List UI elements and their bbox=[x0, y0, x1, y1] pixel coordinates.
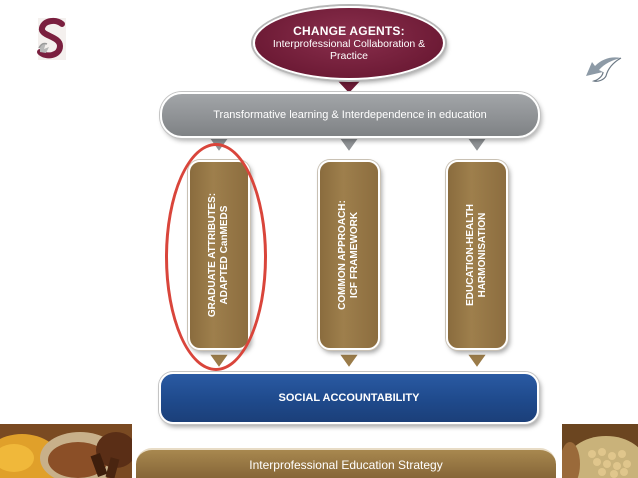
university-logo-icon bbox=[32, 16, 70, 64]
connector-pillar-2-to-social bbox=[337, 353, 361, 370]
pillar-education-health: EDUCATION-HEALTH HARMONISATION bbox=[446, 160, 508, 350]
pillar-common-approach: COMMON APPROACH: ICF FRAMEWORK bbox=[318, 160, 380, 350]
change-agents-subtitle: Interprofessional Collaboration & Practi… bbox=[272, 38, 426, 62]
back-navigation-button[interactable] bbox=[578, 54, 624, 84]
change-agents-title: CHANGE AGENTS: bbox=[293, 24, 405, 38]
grains-photo-right bbox=[562, 424, 638, 478]
ipe-strategy-label: Interprofessional Education Strategy bbox=[249, 458, 443, 472]
connector-oval-to-bar bbox=[334, 79, 364, 96]
pillar-3-line-2: HARMONISATION bbox=[477, 212, 488, 298]
connector-pillar-1-to-social bbox=[207, 353, 231, 370]
back-arrow-icon bbox=[586, 57, 622, 82]
pillar-1-line-1: GRADUATE ATTRIBUTES: bbox=[207, 192, 218, 318]
transformative-learning-bar: Transformative learning & Interdependenc… bbox=[160, 92, 540, 138]
pillar-common-approach-label: COMMON APPROACH: ICF FRAMEWORK bbox=[337, 165, 361, 345]
pillar-graduate-attributes: GRADUATE ATTRIBUTES: ADAPTED CanMEDS bbox=[188, 160, 250, 350]
pillar-3-line-1: EDUCATION-HEALTH bbox=[465, 204, 476, 306]
change-agents-oval: CHANGE AGENTS: Interprofessional Collabo… bbox=[253, 6, 445, 80]
pillar-2-line-2: ICF FRAMEWORK bbox=[349, 211, 360, 299]
social-accountability-bar: SOCIAL ACCOUNTABILITY bbox=[159, 372, 539, 424]
spices-photo-left bbox=[0, 424, 132, 478]
pillar-1-line-2: ADAPTED CanMEDS bbox=[219, 205, 230, 305]
connector-bar-to-pillar-3 bbox=[465, 137, 489, 154]
ipe-strategy-band: Interprofessional Education Strategy bbox=[136, 448, 556, 478]
pillar-2-line-1: COMMON APPROACH: bbox=[337, 200, 348, 310]
connector-pillar-3-to-social bbox=[465, 353, 489, 370]
connector-bar-to-pillar-2 bbox=[337, 137, 361, 154]
connector-bar-to-pillar-1 bbox=[207, 137, 231, 154]
social-accountability-label: SOCIAL ACCOUNTABILITY bbox=[278, 392, 420, 404]
pillar-education-health-label: EDUCATION-HEALTH HARMONISATION bbox=[465, 165, 489, 345]
pillar-graduate-attributes-label: GRADUATE ATTRIBUTES: ADAPTED CanMEDS bbox=[207, 165, 231, 345]
transformative-learning-label: Transformative learning & Interdependenc… bbox=[213, 109, 487, 121]
